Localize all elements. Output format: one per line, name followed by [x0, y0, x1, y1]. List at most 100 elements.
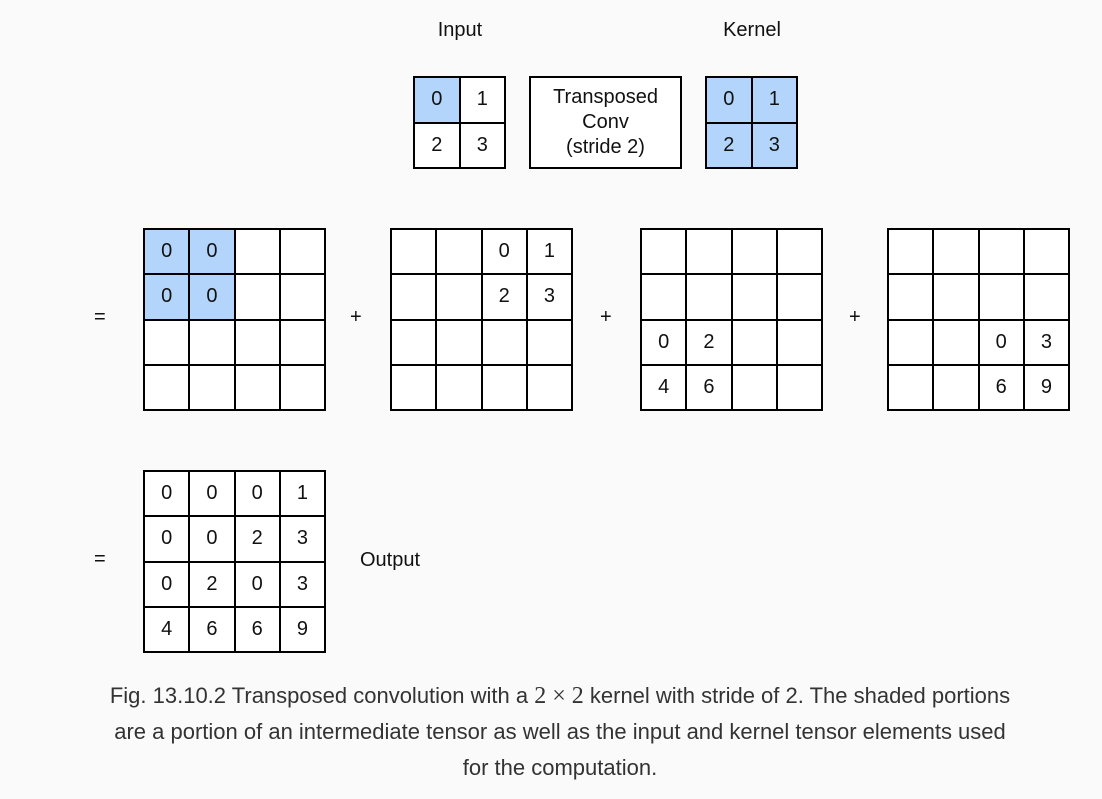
- intermediate-grid-2-cell: [392, 320, 436, 364]
- output-grid-cell: 3: [280, 517, 324, 561]
- intermediate-grid-2-cell: [527, 365, 571, 409]
- transposed-conv-label-line2: Conv: [582, 111, 629, 133]
- output-grid-cell: 2: [235, 517, 279, 561]
- intermediate-grid-3-cell: [732, 275, 776, 319]
- plus-sign-1: +: [350, 306, 362, 328]
- intermediate-grid-2-cell: 0: [482, 230, 526, 274]
- transposed-conv-label-line1: Transposed: [553, 86, 658, 108]
- intermediate-grid-2-cell: [392, 230, 436, 274]
- input-grid-cell: 1: [460, 78, 504, 122]
- figure-caption: Fig. 13.10.2 Transposed convolution with…: [100, 678, 1020, 786]
- intermediate-grid-2-cell: [437, 365, 481, 409]
- intermediate-grid-4-cell: 3: [1024, 320, 1068, 364]
- intermediate-grid-2-cell: [527, 320, 571, 364]
- intermediate-grid-3-cell: [777, 320, 821, 364]
- intermediate-grid-1-cell: [145, 320, 189, 364]
- intermediate-grid-1-cell: [145, 365, 189, 409]
- kernel-label: Kernel: [723, 19, 781, 41]
- intermediate-grid-3-cell: [687, 275, 731, 319]
- output-grid-cell: 0: [145, 562, 189, 606]
- intermediate-grid-2-cell: [392, 365, 436, 409]
- input-grid-cell: 0: [415, 78, 459, 122]
- intermediate-grid-3-cell: 6: [687, 365, 731, 409]
- intermediate-grid-4-cell: [934, 365, 978, 409]
- intermediate-grid-1-cell: [235, 365, 279, 409]
- intermediate-grid-1-cell: [190, 365, 234, 409]
- caption-prefix: Fig. 13.10.2 Transposed convolution with…: [109, 683, 535, 708]
- intermediate-grid-1-cell: [190, 320, 234, 364]
- intermediate-grid-2-cell: [437, 275, 481, 319]
- intermediate-grid-4-cell: [979, 275, 1023, 319]
- output-grid-cell: 9: [280, 607, 324, 651]
- output-grid-cell: 6: [235, 607, 279, 651]
- intermediate-grid-4-cell: [889, 365, 933, 409]
- intermediate-grid-4-cell: [889, 230, 933, 274]
- intermediate-grid-4-cell: 6: [979, 365, 1023, 409]
- intermediate-grid-1-cell: [235, 320, 279, 364]
- input-label: Input: [437, 19, 483, 41]
- output-grid-cell: 0: [145, 517, 189, 561]
- intermediate-grid-2-cell: [437, 230, 481, 274]
- input-grid-cell: 3: [460, 123, 504, 167]
- kernel-grid-cell: 2: [707, 123, 751, 167]
- caption-math: 2 × 2: [534, 683, 584, 709]
- intermediate-grid-4-cell: 9: [1024, 365, 1068, 409]
- intermediate-grid-1-cell: 0: [145, 275, 189, 319]
- intermediate-grid-4-cell: [979, 230, 1023, 274]
- kernel-grid-cell: 3: [752, 123, 796, 167]
- output-grid-cell: 0: [190, 472, 234, 516]
- output-label: Output: [360, 549, 421, 571]
- intermediate-grid-1-cell: [280, 230, 324, 274]
- intermediate-grid-4-cell: [1024, 275, 1068, 319]
- equals-sign-output: =: [94, 548, 106, 570]
- output-grid-cell: 4: [145, 607, 189, 651]
- intermediate-grid-1-cell: [280, 320, 324, 364]
- intermediate-grid-2-cell: [392, 275, 436, 319]
- output-grid-cell: 2: [190, 562, 234, 606]
- output-grid-cell: 0: [235, 472, 279, 516]
- output-grid-cell: 6: [190, 607, 234, 651]
- intermediate-grid-3-cell: [687, 230, 731, 274]
- plus-sign-3: +: [849, 306, 861, 328]
- output-grid-cell: 0: [235, 562, 279, 606]
- transposed-conv-label-line3: (stride 2): [566, 136, 645, 158]
- intermediate-grid-3-cell: [777, 365, 821, 409]
- intermediate-grid-2-cell: 2: [482, 275, 526, 319]
- intermediate-grid-4-cell: [1024, 230, 1068, 274]
- intermediate-grid-1-cell: 0: [190, 230, 234, 274]
- intermediate-grid-3-cell: [732, 320, 776, 364]
- equals-sign-intermediate: =: [94, 306, 106, 328]
- intermediate-grid-1-cell: [280, 365, 324, 409]
- intermediate-grid-3-cell: [732, 365, 776, 409]
- output-grid-cell: 0: [190, 517, 234, 561]
- intermediate-grid-1-cell: [280, 275, 324, 319]
- intermediate-grid-3-cell: 4: [642, 365, 686, 409]
- intermediate-grid-3-cell: [642, 230, 686, 274]
- intermediate-grid-3-cell: [777, 230, 821, 274]
- intermediate-grid-1-cell: 0: [190, 275, 234, 319]
- intermediate-grid-1-cell: [235, 275, 279, 319]
- intermediate-grid-2-cell: [437, 320, 481, 364]
- intermediate-grid-4-cell: [934, 320, 978, 364]
- intermediate-grid-4-cell: [889, 275, 933, 319]
- caption-suffix: kernel with stride of 2. The shaded port…: [114, 683, 1011, 780]
- output-grid-cell: 0: [145, 472, 189, 516]
- intermediate-grid-3-cell: 2: [687, 320, 731, 364]
- intermediate-grid-4-cell: [934, 230, 978, 274]
- intermediate-grid-2-cell: [482, 365, 526, 409]
- intermediate-grid-2-cell: 3: [527, 275, 571, 319]
- transposed-conv-box: Transposed Conv (stride 2): [529, 76, 682, 169]
- intermediate-grid-1-cell: [235, 230, 279, 274]
- intermediate-grid-3-cell: [732, 230, 776, 274]
- intermediate-grid-3-cell: [642, 275, 686, 319]
- plus-sign-2: +: [600, 306, 612, 328]
- intermediate-grid-3-cell: 0: [642, 320, 686, 364]
- intermediate-grid-3-cell: [777, 275, 821, 319]
- kernel-grid-cell: 1: [752, 78, 796, 122]
- kernel-grid-cell: 0: [707, 78, 751, 122]
